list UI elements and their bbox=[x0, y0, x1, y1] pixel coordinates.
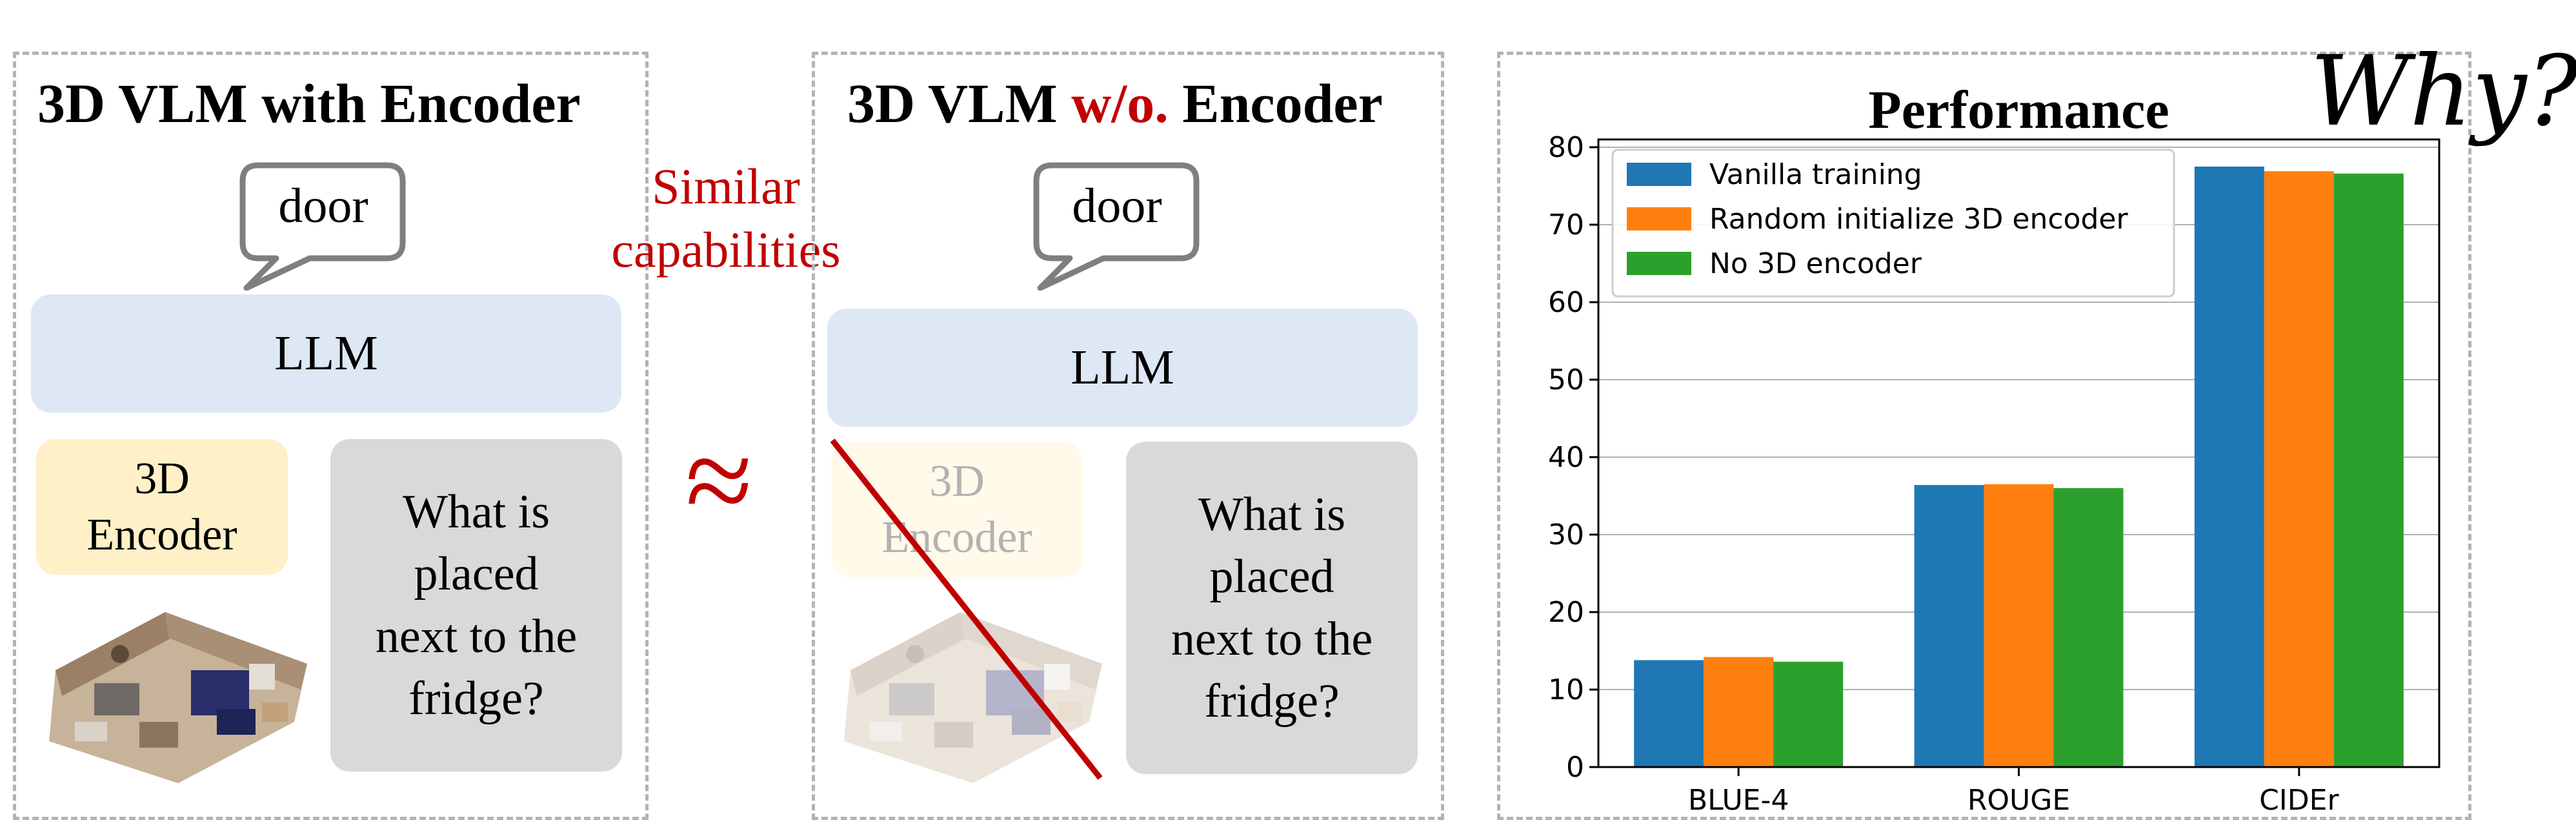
title-wo: w/o. bbox=[1071, 72, 1169, 134]
speech-bubble-right bbox=[1033, 162, 1200, 291]
bubble-text-right: door bbox=[1072, 179, 1162, 233]
legend-swatch bbox=[1627, 207, 1691, 231]
llm-box-right: LLM bbox=[827, 309, 1418, 427]
legend-label: Vanilla training bbox=[1709, 158, 1922, 191]
approx-symbol: ≈ bbox=[685, 413, 753, 549]
question-box-left: What is placed next to the fridge? bbox=[330, 439, 622, 772]
speech-bubble-left bbox=[239, 162, 406, 291]
bar-rouge-0 bbox=[1914, 485, 1984, 767]
x-tick-label: CIDEr bbox=[2259, 784, 2339, 817]
y-tick-label: 20 bbox=[1548, 596, 1584, 629]
bar-rouge-2 bbox=[2053, 488, 2124, 767]
bubble-text-left: door bbox=[278, 179, 368, 233]
chart-title: Performance bbox=[1868, 80, 2169, 140]
y-tick-label: 40 bbox=[1548, 441, 1584, 474]
x-tick-label: ROUGE bbox=[1967, 784, 2070, 817]
bar-blue-4-2 bbox=[1773, 661, 1844, 767]
legend-box bbox=[1611, 149, 2175, 298]
bar-cider-0 bbox=[2194, 167, 2264, 767]
y-tick-label: 60 bbox=[1548, 286, 1584, 319]
panel-title-without-encoder: 3D VLM w/o. Encoder bbox=[847, 71, 1383, 136]
legend-swatch bbox=[1627, 163, 1691, 186]
question-box-right: What is placed next to the fridge? bbox=[1126, 442, 1418, 774]
y-tick-label: 30 bbox=[1548, 518, 1584, 551]
bar-blue-4-0 bbox=[1634, 660, 1704, 767]
y-tick-label: 80 bbox=[1548, 131, 1584, 164]
room-scene-image-left bbox=[49, 612, 307, 783]
bar-cider-1 bbox=[2264, 171, 2334, 767]
y-tick-label: 10 bbox=[1548, 673, 1584, 706]
bar-blue-4-1 bbox=[1704, 657, 1774, 767]
panel-with-encoder bbox=[13, 52, 649, 820]
question-text-left: What is placed next to the fridge? bbox=[375, 486, 578, 725]
legend-label: Random initialize 3D encoder bbox=[1709, 203, 2128, 236]
similar-capabilities-text: Similar capabilities bbox=[611, 158, 841, 278]
y-tick-label: 50 bbox=[1548, 364, 1584, 396]
room-scene-image-right-faded bbox=[844, 612, 1102, 783]
y-tick-label: 0 bbox=[1566, 751, 1584, 784]
question-text-right: What is placed next to the fridge? bbox=[1171, 488, 1373, 728]
bar-rouge-1 bbox=[1984, 484, 2054, 767]
similar-capabilities-label: Similar capabilities bbox=[600, 155, 852, 281]
title-prefix: 3D VLM bbox=[847, 72, 1072, 134]
encoder-label-left: 3D Encoder bbox=[86, 453, 237, 560]
why-label: Why? bbox=[2310, 36, 2576, 148]
panel-without-encoder bbox=[812, 52, 1444, 820]
title-suffix: Encoder bbox=[1168, 72, 1383, 134]
panel-performance-chart bbox=[1497, 52, 2471, 820]
y-tick-label: 70 bbox=[1548, 209, 1584, 241]
legend-label: No 3D encoder bbox=[1709, 247, 1922, 280]
bar-cider-2 bbox=[2333, 173, 2404, 767]
legend-swatch bbox=[1627, 252, 1691, 275]
llm-box-left: LLM bbox=[31, 294, 621, 413]
encoder-box-left: 3D Encoder bbox=[36, 439, 288, 575]
plot-frame bbox=[1597, 138, 2440, 768]
x-tick-label: BLUE-4 bbox=[1688, 784, 1789, 817]
panel-title-with-encoder: 3D VLM with Encoder bbox=[37, 72, 581, 134]
